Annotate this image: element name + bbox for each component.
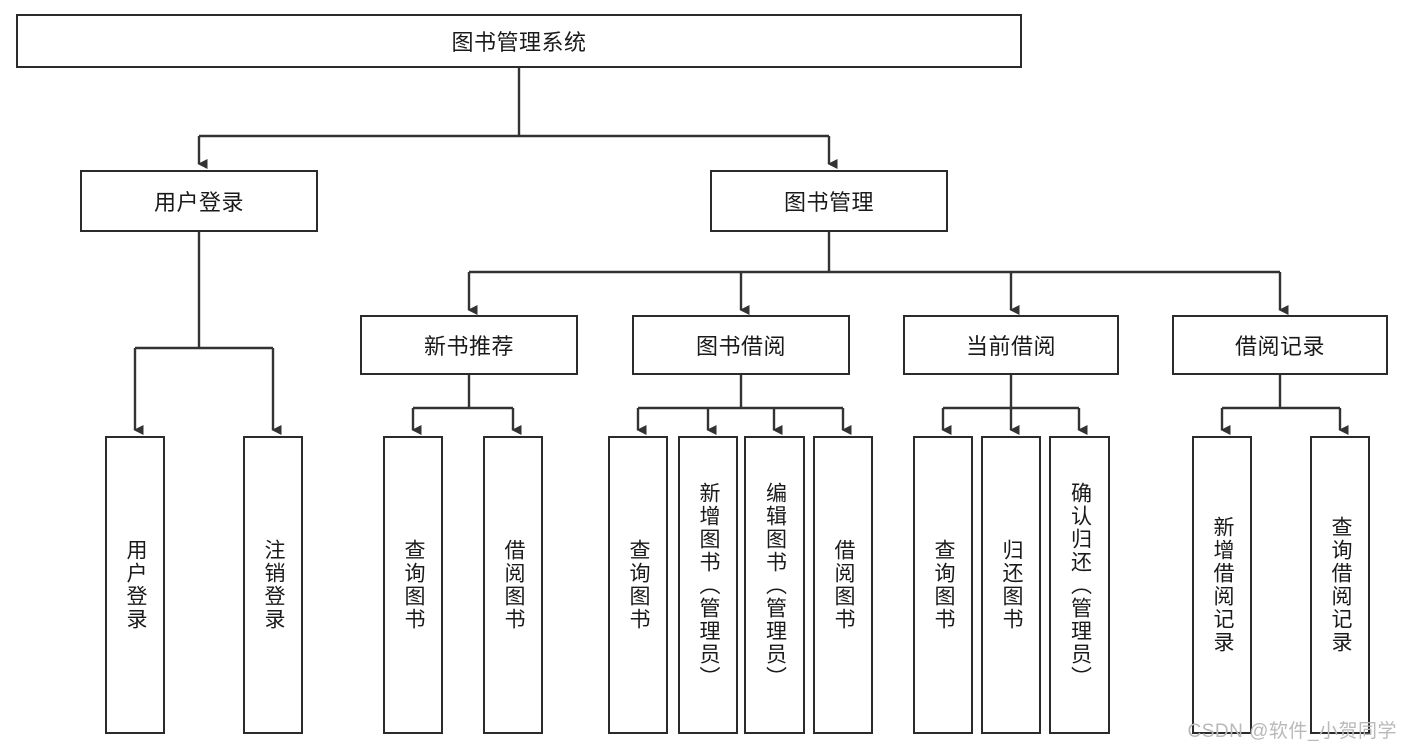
node-borrow-record[interactable]: 借阅记录 xyxy=(1172,315,1388,375)
node-leaf-query-borrow-record[interactable]: 查询借阅记录 xyxy=(1310,436,1370,734)
node-leaf-query-book-current-label: 查询图书 xyxy=(932,539,956,631)
node-leaf-user-login[interactable]: 用户登录 xyxy=(105,436,165,734)
node-leaf-query-book-recommend[interactable]: 查询图书 xyxy=(383,436,443,734)
node-book-borrow[interactable]: 图书借阅 xyxy=(632,315,850,375)
node-leaf-edit-book-admin[interactable]: 编辑图书（管理员） xyxy=(744,436,805,734)
node-root-library-system[interactable]: 图书管理系统 xyxy=(16,14,1022,68)
node-new-book-recommend[interactable]: 新书推荐 xyxy=(360,315,578,375)
node-leaf-edit-book-admin-label: 编辑图书（管理员） xyxy=(763,481,787,689)
node-new-book-recommend-label: 新书推荐 xyxy=(423,334,514,359)
csdn-watermark: CSDN @软件_小贺同学 xyxy=(1187,721,1397,742)
node-borrow-record-label: 借阅记录 xyxy=(1234,334,1325,359)
node-leaf-query-book-current[interactable]: 查询图书 xyxy=(913,436,973,734)
node-leaf-query-book-borrow[interactable]: 查询图书 xyxy=(608,436,668,734)
node-user-login-label: 用户登录 xyxy=(153,190,244,215)
node-leaf-return-book[interactable]: 归还图书 xyxy=(981,436,1041,734)
node-leaf-add-book-admin-label: 新增图书（管理员） xyxy=(697,481,721,689)
node-leaf-query-book-borrow-label: 查询图书 xyxy=(627,539,651,631)
node-leaf-confirm-return-admin[interactable]: 确认归还（管理员） xyxy=(1049,436,1110,734)
node-leaf-borrow-book-borrow-label: 借阅图书 xyxy=(832,539,856,631)
node-leaf-borrow-book-borrow[interactable]: 借阅图书 xyxy=(813,436,873,734)
node-leaf-return-book-label: 归还图书 xyxy=(1000,539,1024,631)
node-book-management[interactable]: 图书管理 xyxy=(710,170,948,232)
node-root-label: 图书管理系统 xyxy=(451,30,587,55)
node-leaf-borrow-book-recommend-label: 借阅图书 xyxy=(502,539,526,631)
node-leaf-logout-label: 注销登录 xyxy=(262,539,286,631)
node-leaf-confirm-return-admin-label: 确认归还（管理员） xyxy=(1068,481,1092,689)
node-user-login[interactable]: 用户登录 xyxy=(80,170,318,232)
node-leaf-add-borrow-record[interactable]: 新增借阅记录 xyxy=(1192,436,1252,734)
node-current-borrow[interactable]: 当前借阅 xyxy=(903,315,1119,375)
node-leaf-query-book-recommend-label: 查询图书 xyxy=(402,539,426,631)
node-leaf-add-borrow-record-label: 新增借阅记录 xyxy=(1211,516,1235,654)
node-leaf-user-login-label: 用户登录 xyxy=(124,539,148,631)
node-book-borrow-label: 图书借阅 xyxy=(695,334,786,359)
node-leaf-borrow-book-recommend[interactable]: 借阅图书 xyxy=(483,436,543,734)
node-current-borrow-label: 当前借阅 xyxy=(965,334,1056,359)
node-leaf-add-book-admin[interactable]: 新增图书（管理员） xyxy=(678,436,738,734)
node-book-management-label: 图书管理 xyxy=(783,190,874,215)
node-leaf-logout[interactable]: 注销登录 xyxy=(243,436,303,734)
node-leaf-query-borrow-record-label: 查询借阅记录 xyxy=(1329,516,1353,654)
